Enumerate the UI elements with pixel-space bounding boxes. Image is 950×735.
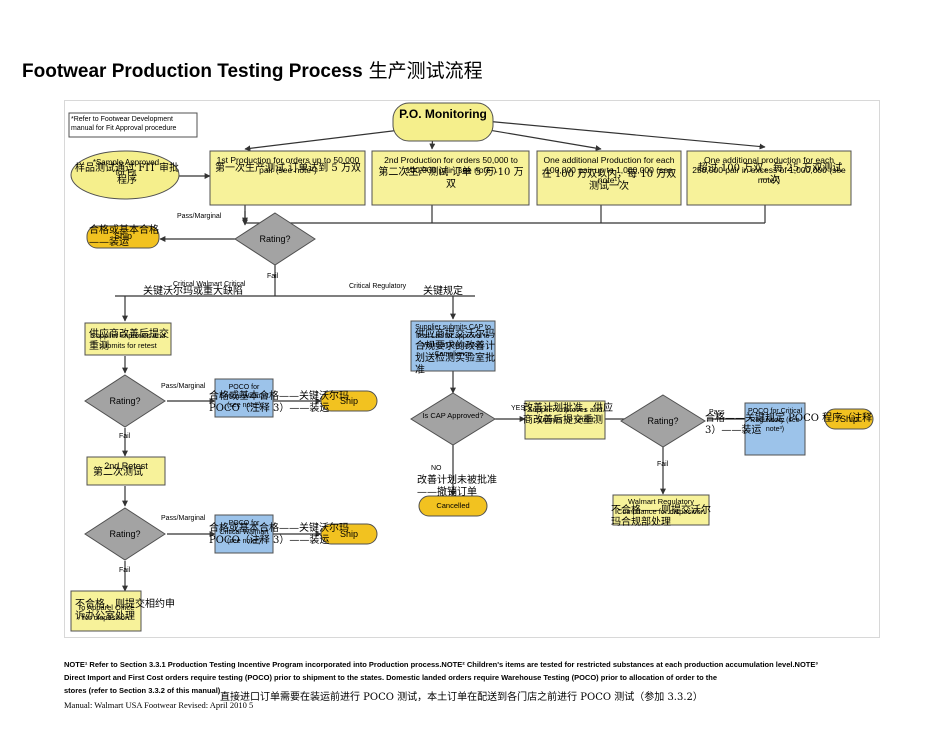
supplier-improves-text: Supplier improves and submits for retest bbox=[90, 331, 166, 350]
cap-text-cn: 供应商提交沃尔玛合规要求的改善计划送检测实验室批准 bbox=[415, 329, 495, 376]
poco-walmart-text-1-cn: 合格或基本合格——关键沃尔玛 POCO（注释 3）——装运 bbox=[209, 391, 349, 414]
po-monitoring-box bbox=[392, 102, 494, 142]
ship-text-3: Ship bbox=[339, 529, 358, 539]
note-line-2: Direct Import and First Cost orders requ… bbox=[64, 673, 717, 682]
yes-label: YES bbox=[511, 405, 526, 412]
second-retest-text: 2nd Retest bbox=[104, 461, 148, 471]
additional-production-text-cn: 在 100 万双以内，每 10 万双测试一次 bbox=[541, 169, 677, 192]
apparel-office-text-cn: 不合格，则提交相约申诉办公室处理 bbox=[75, 599, 175, 622]
fail-label-4: Fail bbox=[657, 461, 669, 468]
page-title-en: Footwear Production Testing Process bbox=[22, 61, 363, 82]
ref-note-text: *Refer to Footwear Development manual fo… bbox=[71, 116, 177, 132]
ship-text-4: Ship bbox=[839, 414, 858, 424]
rating-text-4: Rating? bbox=[647, 416, 679, 426]
footer: Manual: Walmart USA Footwear Revised: Ap… bbox=[64, 700, 253, 710]
po-monitoring-text: P.O. Monitoring bbox=[399, 107, 487, 121]
ship-text-1-cn: 合格或基本合格——装运 bbox=[89, 225, 159, 248]
walmart-regulatory-text: Walmart Regulatory Compliance for dispos… bbox=[617, 497, 705, 516]
fail-label-3: Fail bbox=[119, 567, 131, 574]
pass-marginal-label-1: Pass/Marginal bbox=[177, 213, 222, 220]
rating-text-1: Rating? bbox=[259, 234, 291, 244]
apparel-office-text: To Apparel Office for disposition bbox=[77, 603, 135, 622]
cancelled-box bbox=[418, 495, 488, 517]
first-production-box bbox=[209, 150, 366, 206]
cancelled-text: Cancelled bbox=[436, 501, 470, 510]
ship-box-4 bbox=[824, 408, 874, 430]
poco-regulatory-text: POCO for Critical Regulatory (see note³) bbox=[747, 408, 803, 433]
ship-text-1: Ship bbox=[113, 231, 132, 241]
poco-regulatory-text-cn: 合格——关键规定 POCO 程序（注释 3）——装运 bbox=[705, 413, 873, 436]
rating-diamond-3 bbox=[84, 507, 166, 561]
second-production-text-cn: 第二次生产测试 订单 5 万-10 万双 bbox=[378, 167, 524, 190]
ref-note-box bbox=[68, 112, 198, 138]
poco-walmart-text-2-cn: 合格或基本合格——关键沃尔玛 POCO（注释 3）——装运 bbox=[209, 523, 349, 546]
cancelled-text-cn: 改善计划未被批准——撤销订单 bbox=[417, 475, 497, 498]
additional-production2-box bbox=[686, 150, 852, 206]
supplier-improves2-text: Supplier improves and submits for retest bbox=[527, 405, 603, 424]
footer-manual: Manual: Walmart USA Footwear Revised: Ap… bbox=[64, 700, 247, 710]
second-production-box bbox=[371, 150, 530, 206]
note-line-1: NOTE¹ Refer to Section 3.3.1 Production … bbox=[64, 660, 818, 669]
cap-text: Supplier submits CAP to Test Lab for app… bbox=[415, 324, 491, 358]
additional-production-text: One additional Production for each 100,0… bbox=[543, 155, 675, 185]
pass-label: Pass bbox=[709, 409, 725, 416]
critical-walmart-label: Critical Walmart Critical bbox=[173, 281, 246, 288]
critical-regulatory-label: Critical Regulatory bbox=[349, 283, 407, 290]
additional-production2-text-cn: 超过 100 万双，每 25 万双测试一次 bbox=[697, 163, 843, 186]
ship-box-2 bbox=[320, 390, 378, 412]
page-title-cn: 生产测试流程 bbox=[368, 60, 483, 82]
rating-text-2: Rating? bbox=[109, 396, 141, 406]
rating-text-3: Rating? bbox=[109, 529, 141, 539]
fail-label-1: Fail bbox=[267, 273, 279, 280]
supplier-improves-text-cn: 供应商改善后提交重测 bbox=[89, 329, 169, 352]
second-production-text: 2nd Production for orders 50,000 to 100,… bbox=[384, 155, 518, 175]
first-production-text: 1st Production for orders up to 50,000 p… bbox=[216, 155, 360, 175]
second-retest-box bbox=[86, 456, 166, 486]
pass-marginal-label-3: Pass/Marginal bbox=[161, 515, 206, 522]
supplier-improves-box bbox=[84, 322, 172, 356]
sample-text: *Sample Approved for Fit bbox=[92, 158, 160, 177]
pass-marginal-label-2: Pass/Marginal bbox=[161, 383, 206, 390]
additional-production-box bbox=[536, 150, 682, 206]
first-production-text-cn: 第一次生产测试 订单达到 5 万双 bbox=[215, 163, 361, 174]
ship-text-2: Ship bbox=[339, 396, 358, 406]
footer-page-number: 5 bbox=[248, 700, 254, 710]
ship-box-3 bbox=[320, 523, 378, 545]
note-line-3: stores (refer to Section 3.3.2 of this m… bbox=[64, 686, 221, 695]
poco-walmart-box-2 bbox=[214, 514, 274, 554]
critical-regulatory-label-cn: 关键规定 bbox=[423, 286, 463, 297]
is-cap-approved-text: Is CAP Approved? bbox=[422, 411, 484, 420]
poco-walmart-box-1 bbox=[214, 378, 274, 418]
sample-text-cn: 样品测试通过 FIT 审批程序 bbox=[75, 163, 179, 186]
walmart-regulatory-box bbox=[612, 494, 710, 526]
fail-label-2: Fail bbox=[119, 433, 131, 440]
note-line-3-cn: 直接进口订单需要在装运前进行 POCO 测试，本土订单在配送到各门店之前进行 P… bbox=[220, 692, 703, 703]
poco-walmart-text-2: POCO for Critical Walmart (see note³) bbox=[219, 520, 269, 545]
poco-regulatory-box bbox=[744, 402, 806, 456]
ship-box-1 bbox=[86, 225, 160, 249]
no-label: NO bbox=[431, 465, 442, 472]
is-cap-approved-diamond bbox=[410, 392, 496, 446]
supplier-improves2-text-cn: 改善计划批准，供应商改善后提交重测 bbox=[523, 403, 613, 426]
rating-diamond-1 bbox=[234, 212, 316, 266]
cap-box bbox=[410, 320, 496, 372]
flowchart: *Refer to Footwear Development manual fo… bbox=[64, 100, 880, 638]
notes-section: NOTE¹ Refer to Section 3.3.1 Production … bbox=[64, 658, 914, 697]
second-retest-text-cn: 第二次测试 bbox=[93, 467, 143, 478]
poco-walmart-text-1: POCO for Critical Walmart (see note³) bbox=[219, 384, 269, 409]
sample-approved-shape bbox=[70, 150, 180, 200]
additional-production2-text: One additional production for each 250,0… bbox=[692, 155, 846, 185]
rating-diamond-4 bbox=[620, 394, 706, 448]
rating-diamond-2 bbox=[84, 374, 166, 428]
apparel-office-box bbox=[70, 590, 142, 632]
walmart-regulatory-text-cn: 不合格——则提交沃尔玛合规部处理 bbox=[611, 505, 711, 528]
supplier-improves2-box bbox=[524, 400, 606, 440]
flowchart-shapes bbox=[68, 102, 874, 632]
critical-walmart-label-cn: 关键沃尔玛或重大缺陷 bbox=[143, 286, 243, 297]
